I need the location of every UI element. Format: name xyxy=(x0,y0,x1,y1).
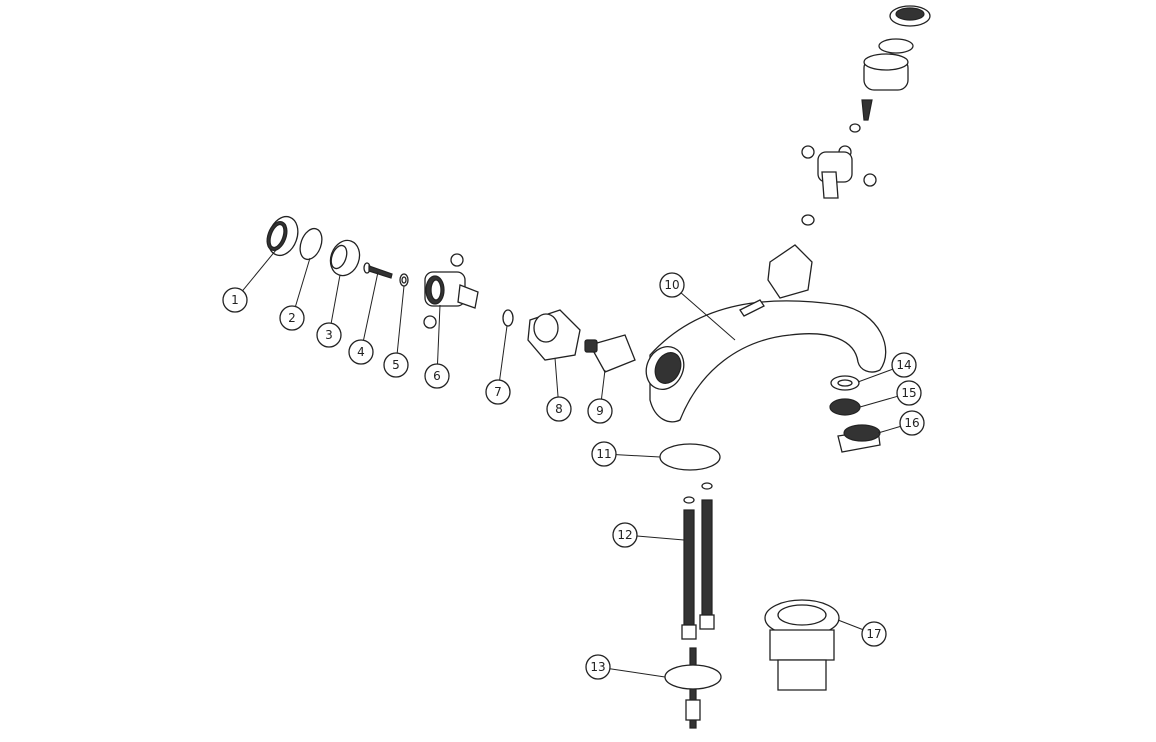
part-14-washer xyxy=(830,375,860,391)
callout-circle xyxy=(587,398,613,424)
callout-circle xyxy=(383,352,409,378)
callout-number: 13 xyxy=(590,660,605,674)
right-shroud xyxy=(889,5,931,27)
callout-6: 6 xyxy=(424,304,450,389)
callout-circle xyxy=(891,352,917,378)
callout-number: 1 xyxy=(231,293,239,307)
right-washer-1 xyxy=(801,214,815,226)
callout-2: 2 xyxy=(279,257,311,331)
callout-number: 7 xyxy=(494,385,502,399)
part-2-disc xyxy=(299,227,323,261)
part-15-aerator xyxy=(829,398,861,416)
leader-line xyxy=(857,368,893,383)
leader-line xyxy=(600,369,606,400)
callout-circle xyxy=(896,380,922,406)
callout-number: 8 xyxy=(555,402,563,416)
callout-16: 16 xyxy=(877,410,925,436)
callout-14: 14 xyxy=(857,352,917,383)
callout-number: 9 xyxy=(596,404,604,418)
part-13-backnut-stud xyxy=(664,647,722,729)
part-12-flexi-hoses xyxy=(681,482,715,640)
right-disc xyxy=(878,38,914,54)
callout-circle xyxy=(612,522,638,548)
callout-number: 15 xyxy=(901,386,916,400)
part-5-washer xyxy=(399,273,409,287)
callout-8: 8 xyxy=(546,357,572,422)
leader-line xyxy=(859,395,898,408)
parts xyxy=(266,5,931,729)
callout-circle xyxy=(348,339,374,365)
leader-line xyxy=(609,668,666,678)
callout-15: 15 xyxy=(859,380,922,408)
leader-line xyxy=(837,619,863,631)
leader-line xyxy=(877,425,901,434)
part-8-headwork xyxy=(527,309,581,361)
leader-line xyxy=(680,292,736,341)
callout-number: 6 xyxy=(433,369,441,383)
part-1-shroud xyxy=(266,215,299,257)
callout-number: 10 xyxy=(664,278,679,292)
callout-9: 9 xyxy=(587,369,613,424)
part-10-tap-body xyxy=(645,299,887,423)
leader-line xyxy=(396,285,405,354)
callout-5: 5 xyxy=(383,285,409,378)
callout-3: 3 xyxy=(316,274,342,348)
callout-circle xyxy=(861,621,887,647)
callout-number: 4 xyxy=(357,345,365,359)
callout-circle xyxy=(222,287,248,313)
callout-number: 17 xyxy=(866,627,881,641)
leader-line xyxy=(636,535,685,541)
part-3-cap xyxy=(329,239,361,277)
callout-number: 16 xyxy=(904,416,919,430)
callout-10: 10 xyxy=(659,272,736,341)
callout-11: 11 xyxy=(591,441,661,467)
callout-12: 12 xyxy=(612,522,685,548)
part-11-o-ring xyxy=(659,443,721,471)
part-9-cartridge xyxy=(584,334,636,373)
callout-circle xyxy=(424,363,450,389)
callout-circle xyxy=(279,305,305,331)
part-4-screw xyxy=(363,262,393,279)
part-7-washer xyxy=(502,309,514,327)
callout-circle xyxy=(659,272,685,298)
callout-number: 2 xyxy=(288,311,296,325)
right-headwork xyxy=(767,244,813,299)
callout-circle xyxy=(316,322,342,348)
leader-line xyxy=(330,274,341,324)
callout-number: 12 xyxy=(617,528,632,542)
part-17-waste xyxy=(764,599,840,691)
leader-line xyxy=(615,454,661,458)
callout-7: 7 xyxy=(485,325,511,405)
leader-line xyxy=(437,304,441,365)
callout-13: 13 xyxy=(585,654,666,680)
callout-number: 14 xyxy=(896,358,911,372)
callout-17: 17 xyxy=(837,619,887,647)
callout-circle xyxy=(485,379,511,405)
right-handle xyxy=(801,145,877,199)
callout-circle xyxy=(899,410,925,436)
part-16-aerator-housing xyxy=(837,424,881,453)
callout-circle xyxy=(546,396,572,422)
right-cap xyxy=(863,53,909,91)
callout-circle xyxy=(585,654,611,680)
right-washer-2 xyxy=(849,123,861,133)
callout-number: 3 xyxy=(325,328,333,342)
leader-line xyxy=(294,257,311,307)
callout-number: 5 xyxy=(392,358,400,372)
callout-4: 4 xyxy=(348,271,379,365)
leader-line xyxy=(499,325,508,381)
right-screw xyxy=(861,99,873,121)
callout-circle xyxy=(591,441,617,467)
part-6-handle xyxy=(423,253,479,329)
leader-line xyxy=(242,249,277,292)
callout-1: 1 xyxy=(222,249,277,313)
callout-number: 11 xyxy=(596,447,611,461)
leader-line xyxy=(554,357,559,398)
leader-line xyxy=(363,271,379,341)
